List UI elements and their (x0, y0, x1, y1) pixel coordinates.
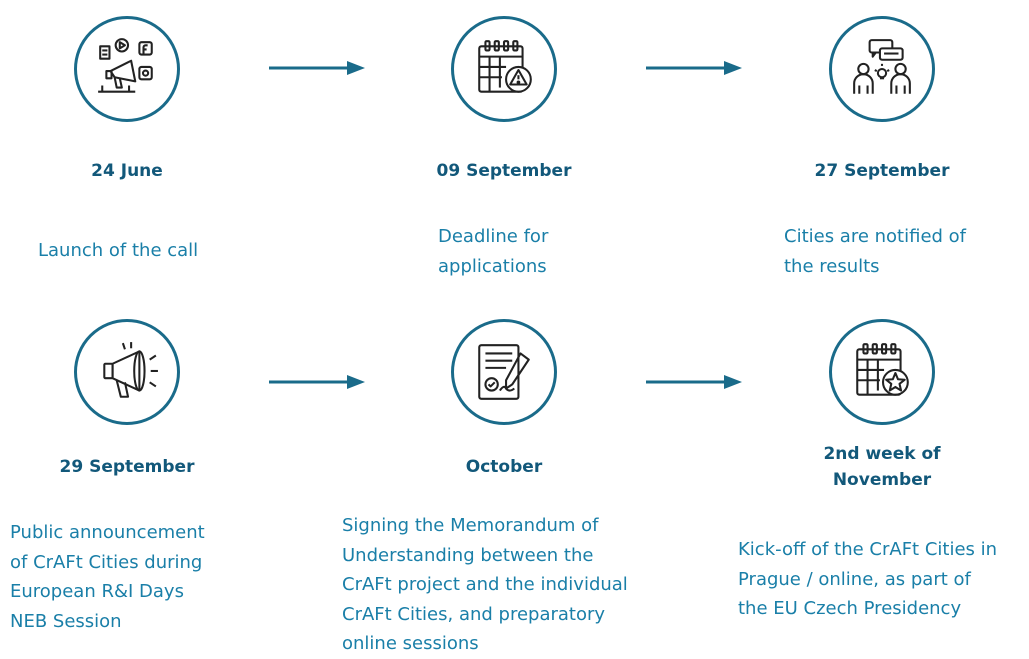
step-5-description: Signing the Memorandum of Understanding … (342, 515, 628, 654)
arrow-1-to-2 (269, 61, 365, 75)
step-2-date: 09 September (436, 161, 572, 181)
social-media-megaphone-icon (98, 38, 153, 93)
people-meeting-icon (853, 39, 911, 94)
step-6-date: 2nd week of November (823, 444, 941, 490)
arrow-2-to-3 (646, 61, 742, 75)
step-6-icon-circle (829, 319, 935, 425)
step-1-description: Launch of the call (38, 240, 199, 261)
step-3-date: 27 September (814, 161, 950, 181)
step-4-description: Public announcement of CrAFt Cities duri… (10, 522, 205, 632)
step-2-icon-circle (451, 16, 557, 122)
step-6-description: Kick-off of the CrAFt Cities in Prague /… (738, 539, 998, 619)
step-3-description: Cities are notified of the results (784, 226, 967, 277)
calendar-warning-icon (478, 40, 532, 93)
calendar-star-icon (856, 343, 909, 396)
step-1-icon-circle (74, 16, 180, 122)
step-3-icon-circle (829, 16, 935, 122)
step-4-date: 29 September (59, 457, 195, 477)
arrow-4-to-5 (269, 375, 365, 389)
step-4-icon-circle (74, 319, 180, 425)
step-2-description: Deadline for applications (438, 226, 549, 277)
step-1-date: 24 June (91, 161, 163, 181)
signed-document-icon (478, 344, 530, 400)
step-5-date: October (465, 457, 543, 477)
arrow-5-to-6 (646, 375, 742, 389)
step-5-icon-circle (451, 319, 557, 425)
megaphone-icon (103, 342, 158, 398)
